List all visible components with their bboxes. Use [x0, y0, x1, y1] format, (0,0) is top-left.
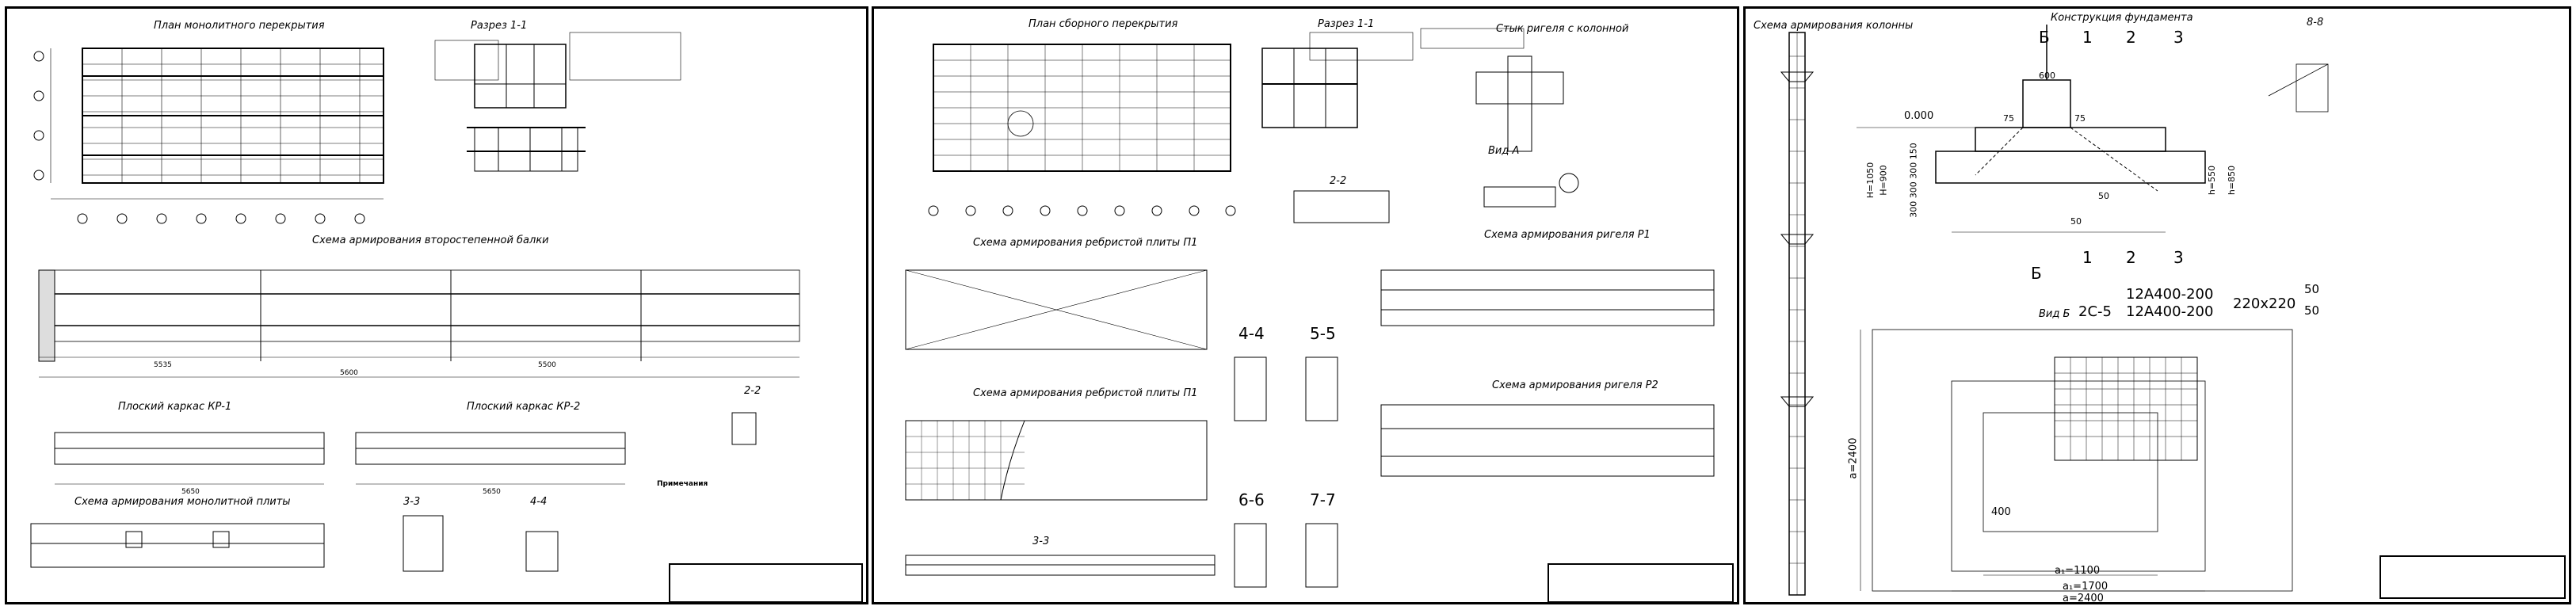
plan-title: План монолитного перекрытия [154, 20, 325, 32]
mark-0000: 0.000 [1904, 110, 1934, 122]
dim-75-left: 75 [2003, 113, 2014, 124]
sheet-1-graphics [30, 32, 800, 572]
kr2-title: Плоский каркас КР-2 [467, 401, 581, 413]
section-7-7-title: 7-7 [1310, 490, 1336, 509]
slab-title: Схема армирования монолитной плиты [74, 496, 291, 508]
dim-400: 400 [1991, 506, 2011, 518]
mark-b-bottom: Б [2031, 264, 2042, 283]
dim-5650-b: 5650 [483, 488, 501, 496]
sheet-2-graphics [905, 28, 1715, 588]
mark-1-bottom: 1 [2082, 248, 2093, 267]
plan-title-2: План сборного перекрытия [1028, 18, 1178, 30]
dim-a1700: a₁=1700 [2063, 581, 2109, 593]
section-3-3-title: 3-3 [403, 496, 421, 508]
section-3-3-title-2: 3-3 [1032, 536, 1050, 547]
dim-h900: H=900 [1878, 165, 1889, 196]
girder-title-1: Схема армирования ригеля Р1 [1484, 229, 1651, 241]
sheet-2: План сборного перекрытия Разрез 1-1 Стык… [872, 6, 1739, 604]
section-2-2-title: 2-2 [744, 385, 761, 397]
title-block-2 [1548, 563, 1734, 603]
foundation-title: Конструкция фундамента [2051, 12, 2193, 24]
view-b-title: Вид Б [2039, 308, 2070, 320]
mesh-label: 2С-5 [2078, 303, 2112, 320]
column-title: Схема армирования колонны [1754, 20, 1914, 32]
mark-1-top: 1 [2082, 28, 2093, 47]
girder-title-2: Схема армирования ригеля Р2 [1492, 379, 1658, 391]
section-2-2-title-2: 2-2 [1330, 175, 1347, 187]
mesh-bottom: 12A400-200 [2126, 303, 2214, 320]
sheet-3: Схема армирования колонны Конструкция фу… [1743, 6, 2571, 604]
dim-5650-a: 5650 [181, 488, 200, 496]
dim-5600: 5600 [340, 369, 358, 377]
mark-2-top: 2 [2126, 28, 2136, 47]
title-block-3 [2379, 555, 2566, 599]
section-8-8-title: 8-8 [2307, 17, 2324, 29]
notes-heading: Примечания [657, 480, 708, 488]
sheet-3-graphics [1780, 25, 2329, 604]
dim-a1100: a₁=1100 [2055, 565, 2101, 577]
dim-h1050: H=1050 [1865, 162, 1876, 199]
mark-b-top: Б [2039, 28, 2050, 47]
dim-5535: 5535 [154, 361, 172, 369]
mesh-50-bottom: 50 [2304, 303, 2320, 318]
section-6-6-title: 6-6 [1238, 490, 1265, 509]
dim-50-b: 50 [2070, 216, 2082, 227]
section-title-2: Разрез 1-1 [1318, 18, 1375, 30]
dim-h850: h=850 [2227, 165, 2238, 196]
section-title: Разрез 1-1 [471, 20, 528, 32]
mesh-top: 12A400-200 [2126, 286, 2214, 303]
dim-600: 600 [2039, 71, 2055, 81]
title-block-1 [669, 563, 863, 603]
section-4-4-title-2: 4-4 [1238, 324, 1265, 343]
dims-vertical: 300 300 300 150 [1908, 143, 1919, 218]
dim-h550: h=550 [2207, 165, 2218, 196]
mark-3-top: 3 [2173, 28, 2184, 47]
dim-75-right: 75 [2074, 113, 2086, 124]
dim-5500: 5500 [538, 361, 556, 369]
beam-title: Схема армирования второстепенной балки [312, 234, 549, 246]
view-a-title: Вид А [1488, 145, 1520, 157]
dim-a2400: a=2400 [2063, 593, 2104, 604]
mark-3-bottom: 3 [2173, 248, 2184, 267]
section-4-4-title: 4-4 [530, 496, 548, 508]
mark-2-bottom: 2 [2126, 248, 2136, 267]
ribbed-title-1: Схема армирования ребристой плиты П1 [973, 237, 1198, 249]
section-5-5-title: 5-5 [1310, 324, 1336, 343]
dim-a2400-vertical: a=2400 [1847, 437, 1860, 479]
sheet-1: План монолитного перекрытия Разрез 1-1 С… [5, 6, 868, 604]
mesh-size: 220x220 [2233, 295, 2296, 312]
dim-50-a: 50 [2098, 191, 2109, 201]
ribbed-title-2: Схема армирования ребристой плиты П1 [973, 387, 1198, 399]
kr1-title: Плоский каркас КР-1 [118, 401, 232, 413]
joint-title: Стык ригеля с колонной [1496, 23, 1629, 35]
mesh-50-top: 50 [2304, 282, 2320, 296]
